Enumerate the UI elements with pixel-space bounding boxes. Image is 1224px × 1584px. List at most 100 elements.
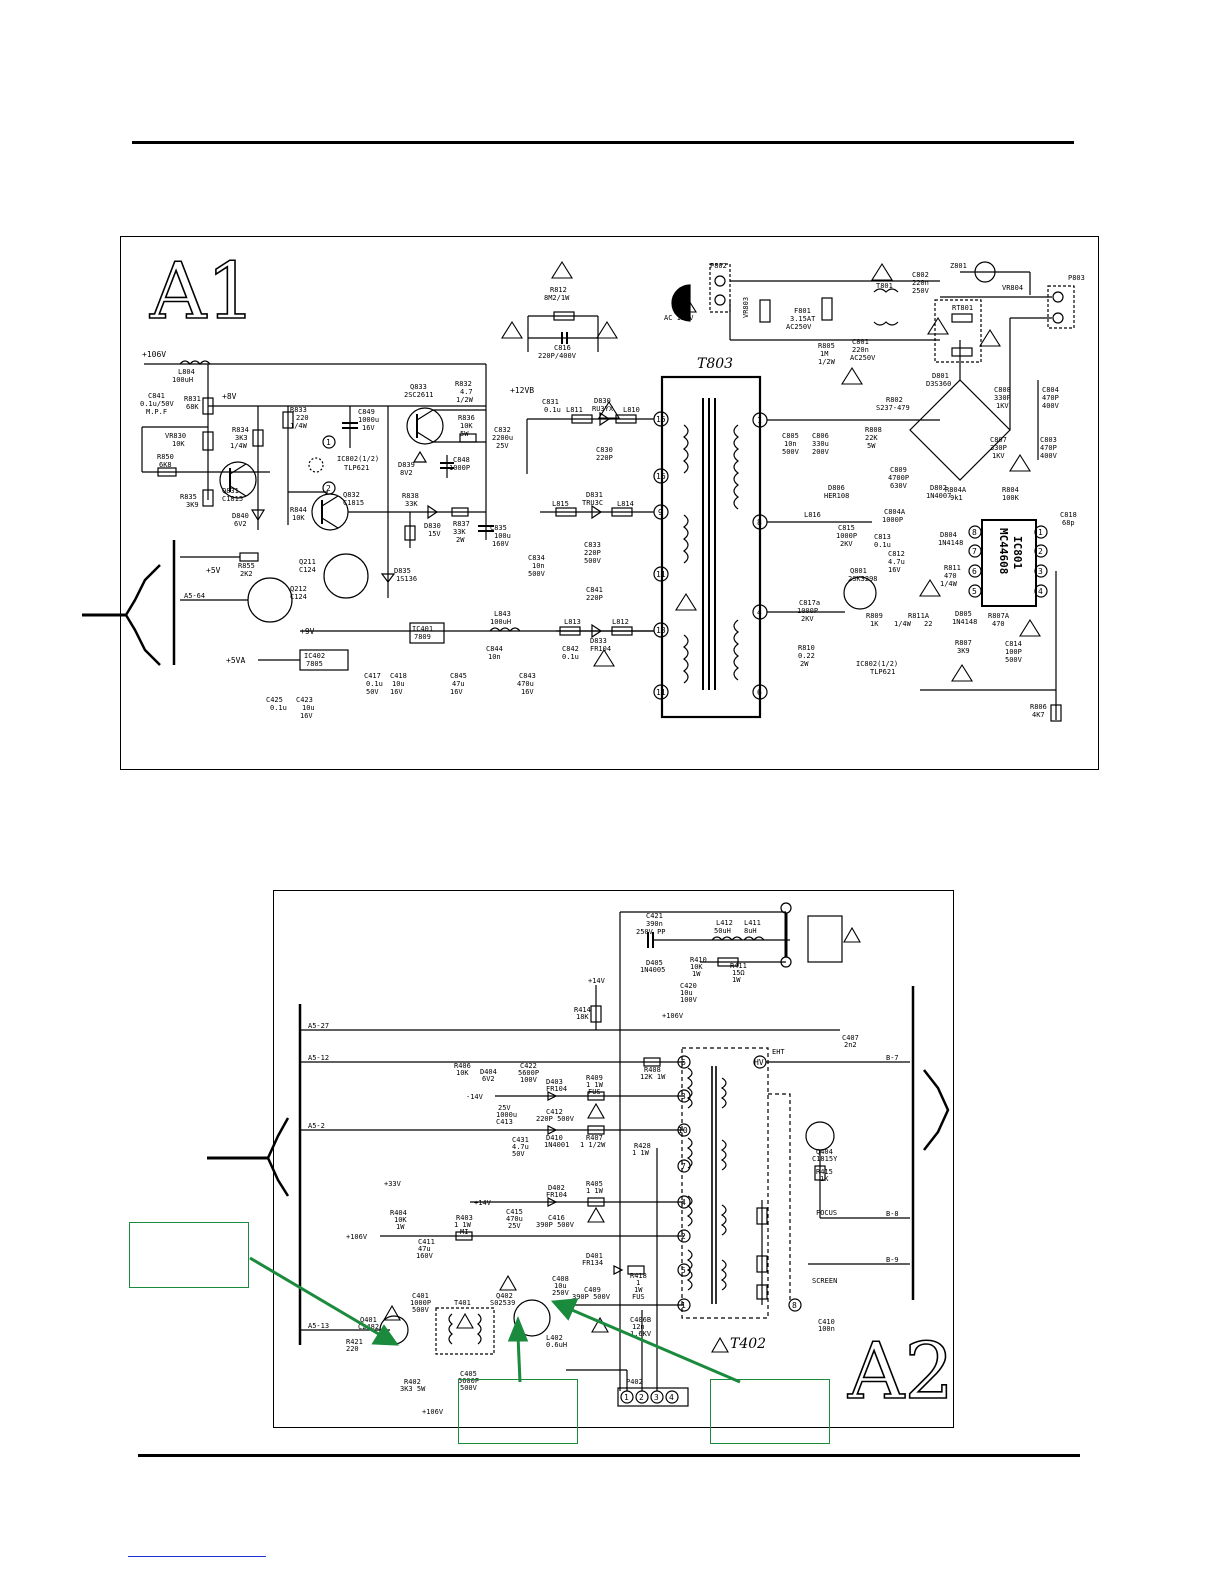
component-value: 10n	[784, 440, 797, 448]
component-value: 100K	[1002, 494, 1020, 502]
component-label: Q831	[222, 487, 239, 495]
component-label: IC802(1/2)	[856, 660, 898, 668]
component-value: 1000P	[836, 532, 857, 540]
ic801-pin: 7	[972, 547, 977, 556]
component-label: C841	[148, 392, 165, 400]
component-label: F801	[794, 307, 811, 315]
component-value: 6V2	[234, 520, 247, 528]
component-value: 5W	[460, 430, 469, 438]
component-label: D835	[394, 567, 411, 575]
component-label: C843	[519, 672, 536, 680]
component-label: D831	[586, 491, 603, 499]
component-value: 1N4007	[926, 492, 951, 500]
component-value: 2W	[800, 660, 809, 668]
component-label: R805	[818, 342, 835, 350]
component-label: C831	[542, 398, 559, 406]
component-label: C844	[486, 645, 503, 653]
component-label: R836	[458, 414, 475, 422]
component-value: 3K3	[235, 434, 248, 442]
component-label: C805	[782, 432, 799, 440]
t803-pin: 16	[656, 472, 666, 481]
callout-box-center	[458, 1379, 578, 1444]
ic801-pin: 4	[1038, 587, 1043, 596]
component-value: AC250V	[850, 354, 876, 362]
component-label: L810	[623, 406, 640, 414]
t803-pin: 1	[757, 416, 762, 425]
component-label: L843	[494, 610, 511, 618]
component-value: 16V	[450, 688, 463, 696]
component-value: 470	[944, 572, 957, 580]
component-value: RU3YX	[592, 405, 614, 413]
component-label: R804A	[945, 486, 967, 494]
component-value: 7805	[306, 660, 323, 668]
component-value: 330u	[812, 440, 829, 448]
component-value: 160V	[492, 540, 510, 548]
component-label: C423	[296, 696, 313, 704]
component-value: 1M	[820, 350, 828, 358]
component-value: 33K	[405, 500, 418, 508]
component-label: R811A	[908, 612, 930, 620]
component-label: C803	[1040, 436, 1057, 444]
component-label: R831	[184, 395, 201, 403]
component-value: C1815	[222, 495, 243, 503]
ic801-pin: 6	[972, 567, 977, 576]
rail-5v: +5V	[206, 566, 221, 575]
component-value: 2SK3298	[848, 575, 878, 583]
component-label: IC401	[412, 625, 433, 633]
component-label: R810	[798, 644, 815, 652]
component-label: L804	[178, 368, 195, 376]
component-label: R835	[180, 493, 197, 501]
section-a1-title: A1	[149, 247, 256, 337]
component-value: 1S136	[396, 575, 417, 583]
component-value: 1KV	[996, 402, 1009, 410]
component-label: L813	[564, 618, 581, 626]
component-label: C848	[453, 456, 470, 464]
component-label: D830	[594, 397, 611, 405]
t803-pin: 8	[757, 518, 762, 527]
component-label: R832	[455, 380, 472, 388]
component-label: C841	[586, 586, 603, 594]
component-label: R802	[886, 396, 903, 404]
component-value: 1000P	[882, 516, 903, 524]
component-value: 16V	[300, 712, 313, 720]
component-value: TLP621	[870, 668, 895, 676]
component-value: 4.7	[460, 388, 473, 396]
component-value: 50V	[366, 688, 379, 696]
component-value: HER108	[824, 492, 849, 500]
component-value: 4.7u	[888, 558, 905, 566]
component-label: R812	[550, 286, 567, 294]
component-value: 220P	[584, 549, 601, 557]
component-label: Z801	[950, 262, 967, 270]
component-value: 6K8	[159, 461, 172, 469]
component-value: 0.1u/50V	[140, 400, 175, 408]
component-value: 25V	[496, 442, 509, 450]
component-value: 100P	[1005, 648, 1022, 656]
component-value: 470u	[517, 680, 534, 688]
component-value: 16V	[362, 424, 375, 432]
component-value: 500V	[782, 448, 800, 456]
t803-pin: 13	[656, 626, 666, 635]
component-value: 0.1u	[544, 406, 561, 414]
component-label: C842	[562, 645, 579, 653]
component-label: T801	[876, 282, 893, 290]
rail-9v: +9V	[300, 627, 315, 636]
component-value: 200V	[812, 448, 830, 456]
component-value: 5W	[867, 442, 876, 450]
component-value: 400V	[1040, 452, 1058, 460]
footer-link-underline[interactable]	[128, 1556, 266, 1557]
t803-pin: 6	[757, 688, 762, 697]
component-value: 10n	[532, 562, 545, 570]
component-value: 470P	[1040, 444, 1057, 452]
component-value: FR104	[590, 645, 611, 653]
component-value: 10u	[392, 680, 405, 688]
component-value: 330P	[994, 394, 1011, 402]
callout-box-left	[129, 1222, 249, 1288]
component-label: R838	[402, 492, 419, 500]
component-value: 1/2W	[456, 396, 474, 404]
component-value: 16V	[390, 688, 403, 696]
component-value: C124	[290, 593, 307, 601]
component-value: 16V	[888, 566, 901, 574]
component-label: R807	[955, 639, 972, 647]
component-label: D833	[590, 637, 607, 645]
rail-106v: +106V	[142, 350, 166, 359]
